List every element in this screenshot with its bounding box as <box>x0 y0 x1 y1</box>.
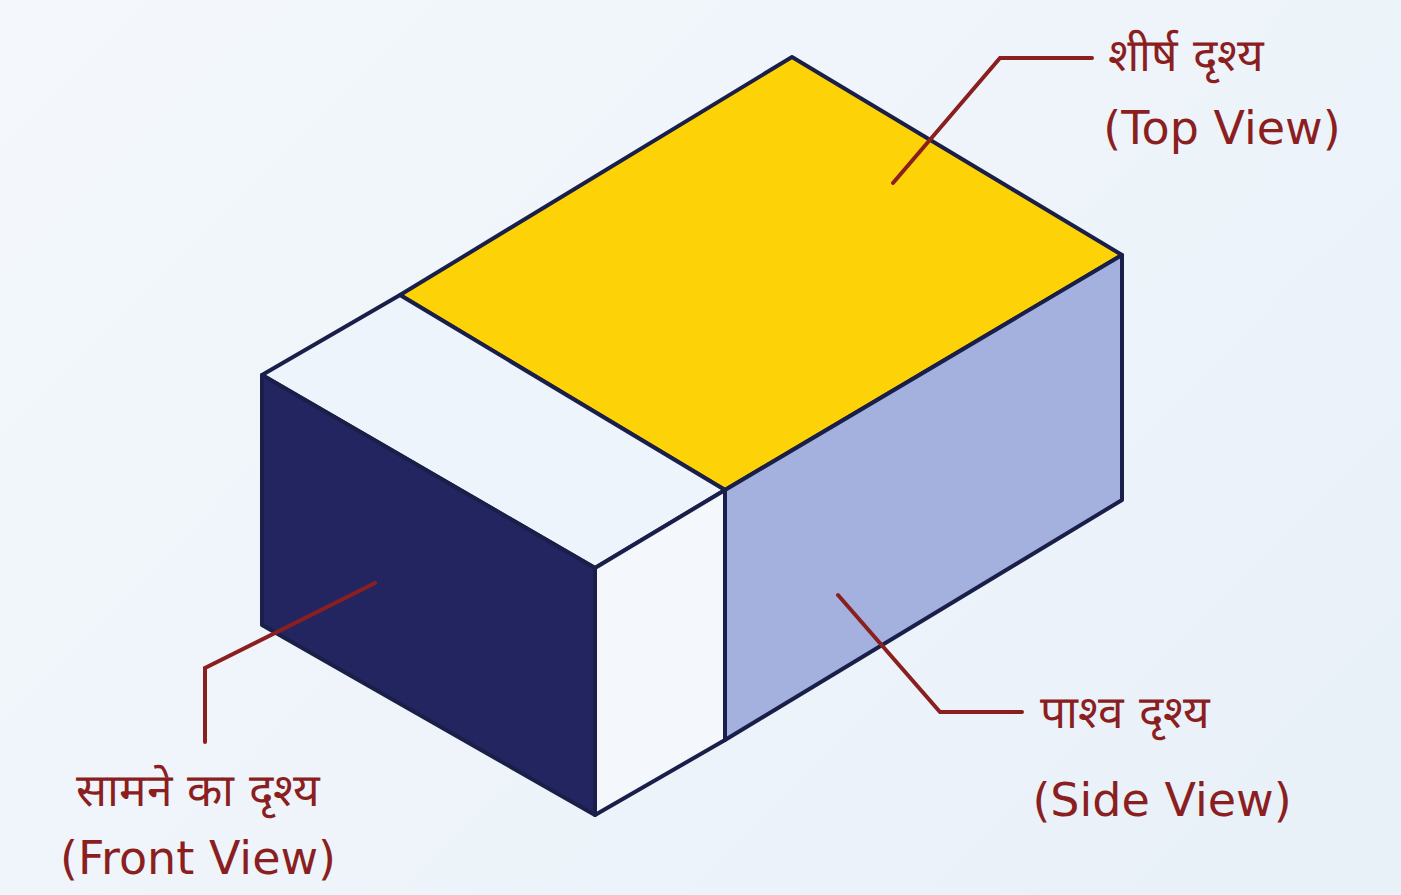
view-label-hindi: शीर्ष दृश्य <box>1108 29 1264 82</box>
side-face <box>725 255 1122 740</box>
side-leader <box>838 595 1022 712</box>
view-label-english: (Side View) <box>1032 774 1291 827</box>
view-label-hindi: पाश्व दृश्य <box>1040 686 1210 739</box>
front-face <box>262 375 595 815</box>
front-band <box>595 490 725 815</box>
view-label-hindi: सामने का दृश्य <box>76 764 320 817</box>
top-leader <box>893 58 1092 183</box>
view-label-english: (Top View) <box>1103 102 1340 155</box>
front-leader <box>205 583 375 742</box>
view-label-english: (Front View) <box>60 832 336 885</box>
